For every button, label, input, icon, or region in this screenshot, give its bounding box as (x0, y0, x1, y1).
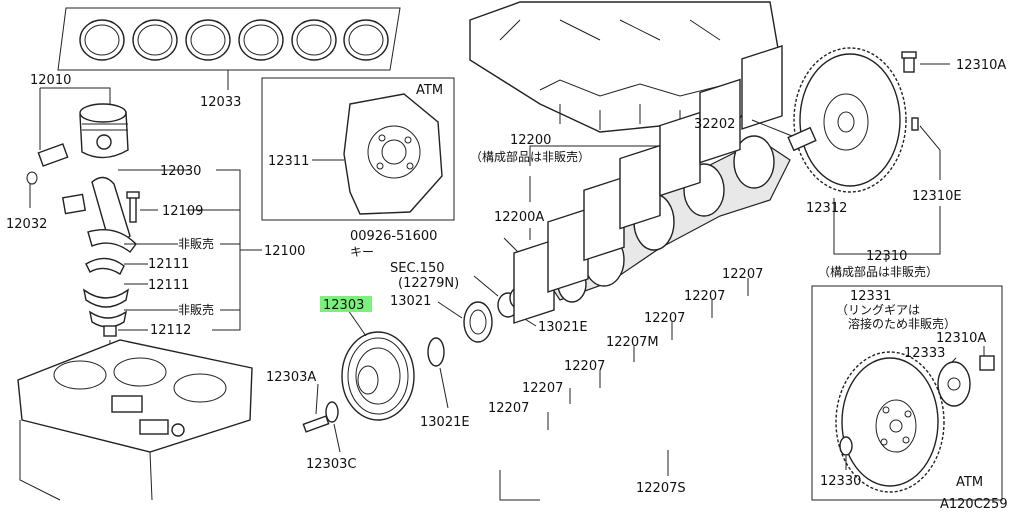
atm-drive-plate-box (261, 77, 455, 221)
drive-plate-12331[interactable] (835, 351, 945, 493)
label-12330[interactable]: 12330 (820, 474, 861, 489)
label-sec150[interactable]: SEC.150 (390, 261, 445, 276)
label-12310A-bottom[interactable]: 12310A (936, 331, 986, 346)
label-12331[interactable]: 12331 (850, 289, 891, 304)
leader-lines-flywheel (751, 63, 950, 262)
label-12112[interactable]: 12112 (150, 323, 191, 338)
label-12207-7[interactable]: 12207 (488, 401, 529, 416)
label-12010[interactable]: 12010 (30, 73, 71, 88)
label-not-sold-1: 非販売 (178, 236, 214, 251)
drive-plate-12311[interactable] (343, 93, 443, 215)
label-12030[interactable]: 12030 (160, 164, 201, 179)
label-12207-5[interactable]: 12207 (564, 359, 605, 374)
flywheel-12310[interactable] (787, 47, 919, 193)
label-12200[interactable]: 12200 (510, 133, 551, 148)
label-12032[interactable]: 12032 (6, 217, 47, 232)
figure-code: A120C259 (940, 497, 1008, 512)
label-12311[interactable]: 12311 (268, 154, 309, 169)
leader-lines-piston (29, 87, 111, 208)
label-32202[interactable]: 32202 (694, 117, 735, 132)
label-not-sold-2: 非販売 (178, 302, 214, 317)
label-12310[interactable]: 12310 (866, 249, 907, 264)
piston-rings-box (57, 7, 401, 90)
label-12310-note: （構成部品は非販売） (818, 264, 938, 279)
label-12207-1[interactable]: 12207 (722, 267, 763, 282)
label-12331-note1: （リングギアは (836, 303, 920, 317)
label-12303C[interactable]: 12303C (306, 457, 356, 472)
label-13021E-b[interactable]: 13021E (420, 415, 470, 430)
piston-assembly[interactable] (26, 103, 129, 185)
crank-pulley-12303[interactable] (302, 309, 449, 453)
label-12312[interactable]: 12312 (806, 201, 847, 216)
label-12331-note2: 溶接のため非販売） (848, 316, 956, 331)
plate-12333[interactable] (937, 361, 971, 407)
label-12111-b[interactable]: 12111 (148, 278, 189, 293)
label-key-name: キー (350, 245, 374, 259)
label-12207-2[interactable]: 12207 (684, 289, 725, 304)
label-12100[interactable]: 12100 (264, 244, 305, 259)
label-12207M[interactable]: 12207M (606, 335, 659, 350)
label-12310A-top[interactable]: 12310A (956, 58, 1006, 73)
label-12303[interactable]: 12303 (323, 298, 364, 313)
label-13021E-a[interactable]: 13021E (538, 320, 588, 335)
connecting-rod[interactable] (61, 176, 140, 337)
label-12207-3[interactable]: 12207 (644, 311, 685, 326)
leader-lines-bearings (499, 278, 749, 501)
part-labels: 12010 12033 12032 12030 12109 非販売 12100 … (6, 58, 1008, 512)
label-atm-bottom: ATM (956, 475, 983, 490)
label-12279N[interactable]: (12279N) (398, 276, 459, 291)
label-12207S[interactable]: 12207S (636, 481, 686, 496)
label-12200A[interactable]: 12200A (494, 210, 544, 225)
cylinder-block-lower (17, 339, 253, 501)
label-13021[interactable]: 13021 (390, 294, 431, 309)
atm-flywheel-box (811, 285, 1003, 501)
label-12111-a[interactable]: 12111 (148, 257, 189, 272)
label-12207-6[interactable]: 12207 (522, 381, 563, 396)
label-12200-note: （構成部品は非販売） (470, 149, 590, 164)
main-bearings-12207[interactable] (513, 44, 783, 324)
label-12109[interactable]: 12109 (162, 204, 203, 219)
label-12310E[interactable]: 12310E (912, 189, 962, 204)
label-key-code[interactable]: 00926-51600 (350, 229, 437, 244)
label-12033[interactable]: 12033 (200, 95, 241, 110)
piston-ring-set[interactable] (79, 19, 389, 61)
label-atm-top: ATM (416, 83, 443, 98)
part-highlight (320, 296, 372, 312)
label-12303A[interactable]: 12303A (266, 370, 316, 385)
label-12333[interactable]: 12333 (904, 346, 945, 361)
